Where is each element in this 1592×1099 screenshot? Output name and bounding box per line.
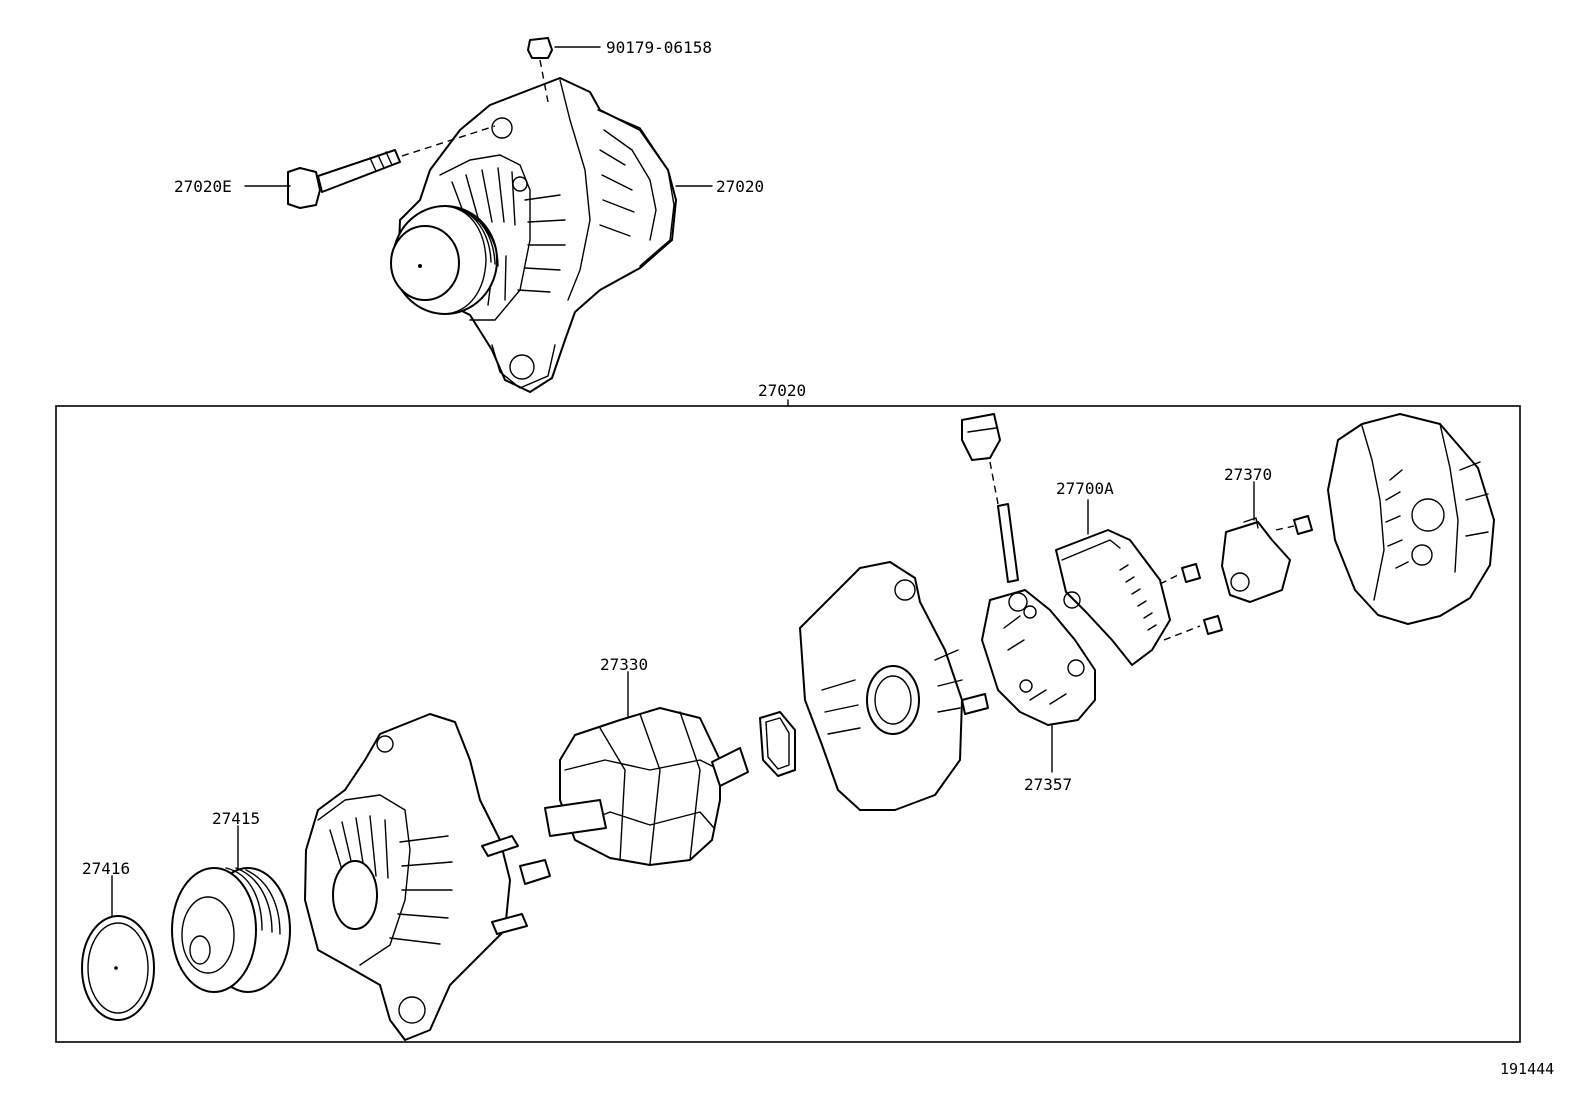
terminal-insulator-illustration: [961, 413, 1019, 583]
label-90179-06158: 90179-06158: [606, 38, 712, 57]
rotor-illustration: [544, 671, 749, 866]
rear-end-frame-illustration: [799, 561, 989, 811]
label-27357: 27357: [1024, 775, 1072, 794]
pulley-illustration: [171, 825, 291, 993]
screw-1-illustration: [1181, 563, 1201, 583]
label-27020-top: 27020: [716, 177, 764, 196]
label-27700a: 27700A: [1056, 479, 1114, 498]
diagram-reference-number: 191444: [1500, 1060, 1554, 1078]
label-27370: 27370: [1224, 465, 1272, 484]
screw-2-illustration: [1203, 615, 1223, 635]
pulley-cap-illustration: [81, 875, 155, 1021]
gasket-illustration: [759, 711, 796, 777]
rectifier-illustration: [981, 589, 1096, 773]
regulator-illustration: [1055, 499, 1201, 666]
exploded-view-frame: [55, 405, 1521, 1043]
screw-3-illustration: [1293, 515, 1313, 535]
label-27330: 27330: [600, 655, 648, 674]
label-27416: 27416: [82, 859, 130, 878]
alternator-assembly-illustration: [244, 37, 713, 393]
label-27020-box: 27020: [758, 381, 806, 400]
brush-holder-illustration: [1221, 481, 1291, 603]
rear-cover-illustration: [1327, 413, 1495, 625]
label-27020e: 27020E: [174, 177, 232, 196]
label-27415: 27415: [212, 809, 260, 828]
drive-end-frame-illustration: [304, 713, 551, 1041]
